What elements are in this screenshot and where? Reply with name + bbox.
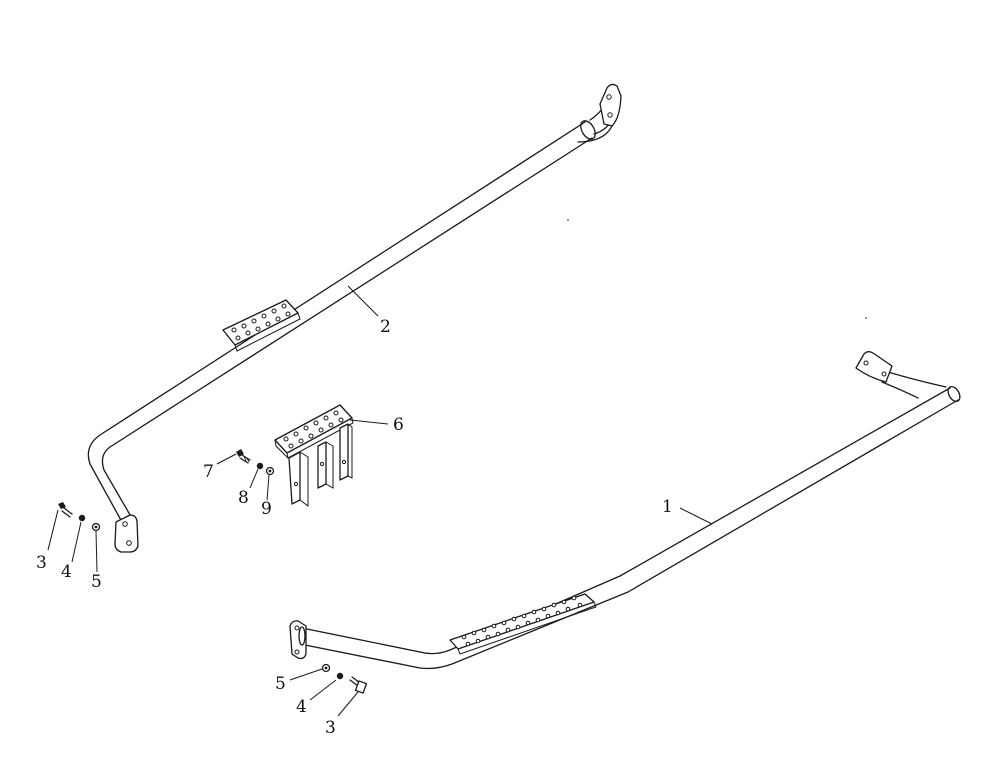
label-part-3-bottom: 3 (325, 718, 336, 738)
speck (567, 219, 569, 221)
leader-lines (47, 285, 713, 717)
label-part-7: 7 (203, 462, 214, 482)
label-part-5-bottom: 5 (275, 674, 286, 694)
speck (865, 317, 867, 319)
label-part-3-left: 3 (36, 553, 47, 573)
nut-part-5-bottom (321, 663, 331, 673)
step-plate-holes-part-1 (461, 595, 583, 647)
step-bar-part-2 (87, 83, 622, 553)
washer-part-4-bottom (336, 672, 344, 680)
step-bar-part-1 (289, 351, 961, 670)
label-part-1: 1 (662, 497, 673, 517)
label-part-5-left: 5 (91, 572, 102, 592)
label-part-8: 8 (238, 488, 249, 508)
bolt-part-7 (236, 449, 251, 464)
bolt-part-3-bottom (349, 676, 368, 694)
nut-part-5-left (91, 522, 101, 532)
step-plate-holes-part-2 (231, 303, 291, 341)
step-bracket-part-6 (274, 404, 354, 507)
label-part-2: 2 (380, 317, 391, 337)
bracket-holes-part-6 (283, 410, 344, 449)
nut-part-9 (265, 466, 275, 476)
label-part-6: 6 (393, 415, 404, 435)
label-part-9: 9 (261, 499, 272, 519)
washer-part-4-left (78, 514, 86, 522)
washer-part-8 (256, 462, 264, 470)
label-part-4-left: 4 (61, 562, 72, 582)
label-part-4-bottom: 4 (296, 697, 307, 717)
bolt-part-3-left (58, 502, 73, 518)
